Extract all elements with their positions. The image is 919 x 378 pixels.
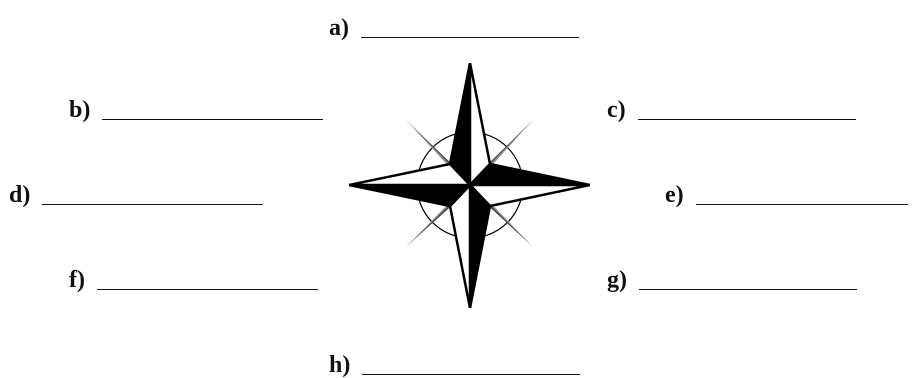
blank-label-a: a) [329,15,349,41]
blank-label-h: h) [329,352,351,378]
cardinal-point-w-light [349,162,473,187]
blank-label-b: b) [69,97,91,123]
cardinal-point-e-dark [467,162,590,187]
answer-line-e [695,204,908,205]
blank-item-c: c) [607,90,856,122]
cardinal-points [349,63,590,308]
blank-item-f: f) [69,260,318,292]
cardinal-point-s-dark [468,181,492,308]
answer-line-b [102,119,324,120]
blank-label-e: e) [665,182,684,208]
blank-item-g: g) [607,260,857,292]
blank-item-h: h) [329,345,581,378]
answer-line-g [639,289,857,290]
blank-item-a: a) [329,8,579,40]
answer-line-d [42,204,264,205]
compass-rose-icon [349,63,590,308]
blank-item-d: d) [9,175,264,208]
blank-label-d: d) [9,182,31,208]
blank-item-e: e) [665,175,908,207]
answer-line-c [637,119,856,120]
blank-label-c: c) [607,97,626,123]
blank-label-f: f) [69,267,85,293]
blank-item-b: b) [69,90,324,123]
answer-line-f [96,289,318,290]
answer-line-h [362,374,581,375]
cardinal-point-w-dark [349,183,473,208]
blank-label-g: g) [607,267,627,293]
answer-line-a [361,37,579,38]
